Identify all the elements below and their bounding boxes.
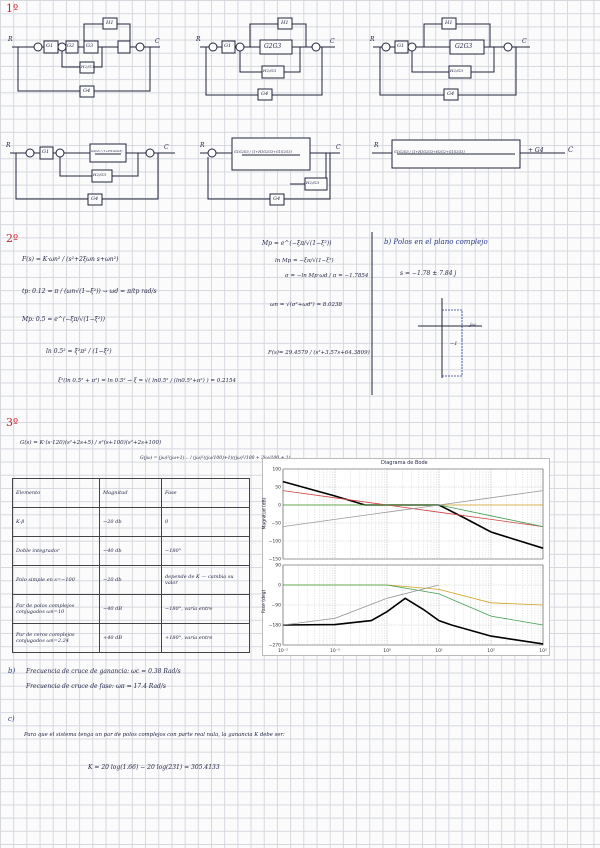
table-cell: −40 dB — [100, 595, 162, 624]
b-line-1: Frecuencia de cruce de ganancia: ωc = 0.… — [26, 668, 181, 675]
bode-y-tick: 100 — [272, 467, 281, 473]
elements-table: Elemento Magnitud Fase K·β −20 db 0 Dobl… — [12, 478, 250, 653]
table-row: Par de ceros complejos conjugados ωn=2.2… — [13, 624, 250, 653]
table-row: Par de polos complejos conjugados ωn=10 … — [13, 595, 250, 624]
table-row: Doble integrador −40 db −180° — [13, 537, 250, 566]
s2-right-title: b) Polos en el plano complejo — [384, 238, 488, 246]
table-cell: −40 db — [100, 537, 162, 566]
bode-y-tick: −270 — [269, 643, 281, 649]
th-magnitude: Magnitud — [100, 479, 162, 508]
k-line: K = 20 log(1.66) − 20 log(231) = 305.413… — [88, 764, 220, 771]
b-line-2: Frecuencia de cruce de fase: ωπ = 17.4 R… — [26, 683, 166, 690]
table-row: K·β −20 db 0 — [13, 508, 250, 537]
table-cell: Polo simple en s=−100 — [13, 566, 100, 595]
table-cell: Doble integrador — [13, 537, 100, 566]
bode-y-tick: −90 — [272, 603, 282, 609]
table-cell: −20 db — [100, 566, 162, 595]
bode-x-tick: 10¹ — [435, 648, 443, 654]
table-cell: −180° — [162, 537, 250, 566]
bode-y-tick: −180 — [269, 623, 281, 629]
table-row: Polo simple en s=−100 −20 db depende de … — [13, 566, 250, 595]
table-cell: K·β — [13, 508, 100, 537]
b-label: b) — [8, 667, 15, 675]
bode-chart: Diagrama de Bode Magnitud (dB) Fase (deg… — [262, 458, 550, 656]
bode-x-tick: 10² — [487, 648, 495, 654]
table-header-row: Elemento Magnitud Fase — [13, 479, 250, 508]
bode-x-tick: 10⁰ — [383, 648, 391, 654]
table-cell: depende de K — cambia su valor — [162, 566, 250, 595]
s3-transfer-function: G(s) = K·(s·120)(s²+2s+5) / s²(s+100)(s²… — [20, 440, 161, 446]
th-element: Elemento — [13, 479, 100, 508]
bode-y-tick: −50 — [272, 521, 282, 527]
bode-x-tick: 10⁻¹ — [330, 648, 340, 654]
s2-axis-j: jω — [470, 322, 476, 328]
c-line: Para que el sistema tenga un par de polo… — [24, 732, 285, 738]
bode-x-tick: 10⁻² — [278, 648, 288, 654]
s2-axis-label: −1 — [450, 341, 457, 347]
table-cell: −20 db — [100, 508, 162, 537]
bode-y-tick: −100 — [269, 539, 281, 545]
table-cell: Par de polos complejos conjugados ωn=10 — [13, 595, 100, 624]
table-cell: +180°, varía entre — [162, 624, 250, 653]
th-phase: Fase — [162, 479, 250, 508]
table-cell: Par de ceros complejos conjugados ωn=2.2… — [13, 624, 100, 653]
bode-x-tick: 10³ — [539, 648, 547, 654]
table-cell: +40 dB — [100, 624, 162, 653]
s2-right-poles: s = −1.78 ± 7.84 j — [400, 270, 456, 277]
bode-y-tick: 90 — [275, 563, 281, 569]
bode-y-tick: 0 — [278, 583, 281, 589]
table-cell: −180°, varía entre — [162, 595, 250, 624]
bode-panel-frame — [283, 469, 543, 559]
bode-y-tick: 0 — [278, 503, 281, 509]
c-label: c) — [8, 715, 15, 723]
bode-y-tick: −150 — [269, 557, 281, 563]
table-cell: 0 — [162, 508, 250, 537]
section3-number: 3º — [6, 416, 18, 429]
bode-y-tick: 50 — [275, 485, 281, 491]
